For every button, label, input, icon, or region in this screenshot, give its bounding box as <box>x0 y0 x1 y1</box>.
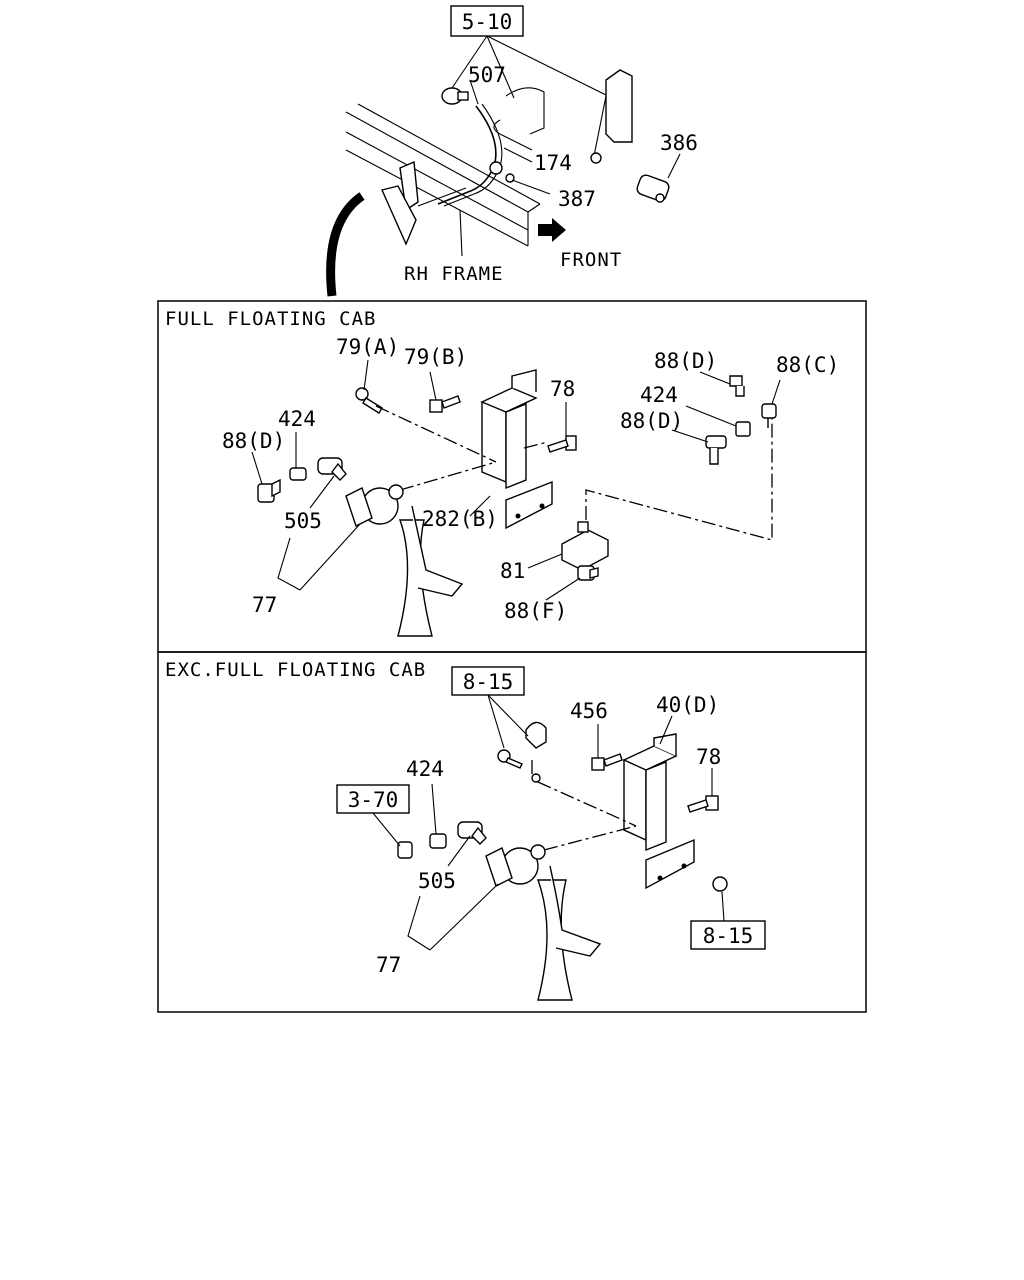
fitting-3-70 <box>397 841 413 859</box>
clip-386 <box>636 174 670 203</box>
ref-box-5-10-text[interactable]: 5-10 <box>462 10 513 34</box>
fitting-88d-top <box>729 375 745 397</box>
front-arrow-icon <box>538 218 566 242</box>
bolt-78 <box>547 435 577 453</box>
bolt-79b <box>429 395 461 413</box>
nut-lower <box>712 876 728 892</box>
callout-arrow <box>326 192 365 297</box>
ref-box-3-70-text[interactable]: 3-70 <box>348 788 399 812</box>
valve-81 <box>561 521 609 571</box>
ref-box-5-10[interactable] <box>450 5 524 37</box>
elbow-505-exc <box>457 821 487 845</box>
clamp-507 <box>441 87 469 105</box>
bracket-upper-right <box>590 69 633 164</box>
bracket-40d <box>622 733 695 890</box>
label-78-exc: 78 <box>696 745 721 769</box>
bolt-79a <box>355 387 383 414</box>
connector-424-right <box>735 421 751 437</box>
label-81: 81 <box>500 559 525 583</box>
fitting-88f <box>577 565 599 581</box>
clamp-upper <box>497 721 547 783</box>
panel-full-title: FULL FLOATING CAB <box>165 308 376 330</box>
fitting-88d-mid <box>705 435 727 465</box>
top-illustration: 5-10 <box>326 5 698 297</box>
fitting-88c <box>761 403 777 428</box>
label-424-exc: 424 <box>406 757 444 781</box>
panel-exc-content: EXC.FULL FLOATING CAB 8-15 3-70 8-15 <box>165 659 766 1001</box>
label-282b: 282(B) <box>422 507 498 531</box>
connector-424-left <box>289 467 307 481</box>
ref-box-3-70[interactable] <box>336 784 410 814</box>
label-386: 386 <box>660 131 698 155</box>
panel-exc-title: EXC.FULL FLOATING CAB <box>165 659 426 681</box>
rh-frame-label: RH FRAME <box>404 263 504 285</box>
label-505-exc: 505 <box>418 869 456 893</box>
bracket-282b <box>480 369 553 530</box>
ref-box-8-15-bottom[interactable] <box>690 920 766 950</box>
panel-full-content: FULL FLOATING CAB <box>165 308 839 637</box>
label-77: 77 <box>252 593 277 617</box>
fitting-88d-left <box>257 478 281 503</box>
ref-box-8-15-top-text[interactable]: 8-15 <box>463 670 514 694</box>
ref-box-8-15-bottom-text[interactable]: 8-15 <box>703 924 754 948</box>
label-88d-top: 88(D) <box>654 349 717 373</box>
label-505: 505 <box>284 509 322 533</box>
label-79b: 79(B) <box>404 345 467 369</box>
label-88d-mid: 88(D) <box>620 409 683 433</box>
label-88c: 88(C) <box>776 353 839 377</box>
connector-424-exc <box>429 833 447 849</box>
label-40d: 40(D) <box>656 693 719 717</box>
label-88f: 88(F) <box>504 599 567 623</box>
label-77-exc: 77 <box>376 953 401 977</box>
ref-box-8-15-top[interactable] <box>451 666 525 696</box>
label-78: 78 <box>550 377 575 401</box>
label-387: 387 <box>558 187 596 211</box>
front-label: FRONT <box>560 249 622 271</box>
bolt-78-exc <box>687 795 719 813</box>
label-424-left: 424 <box>278 407 316 431</box>
label-507: 507 <box>468 63 506 87</box>
panel-exc-full-floating-cab <box>157 651 867 1013</box>
air-horn-77-exc <box>485 844 602 1001</box>
label-456: 456 <box>570 699 608 723</box>
rh-frame-rail <box>345 87 545 247</box>
label-88d-left: 88(D) <box>222 429 285 453</box>
elbow-505 <box>317 457 347 481</box>
label-174: 174 <box>534 151 572 175</box>
air-horn-77 <box>345 484 464 637</box>
label-424-right: 424 <box>640 383 678 407</box>
label-79a: 79(A) <box>336 335 399 359</box>
horn-on-frame <box>381 160 467 246</box>
bolt-456 <box>591 753 623 771</box>
